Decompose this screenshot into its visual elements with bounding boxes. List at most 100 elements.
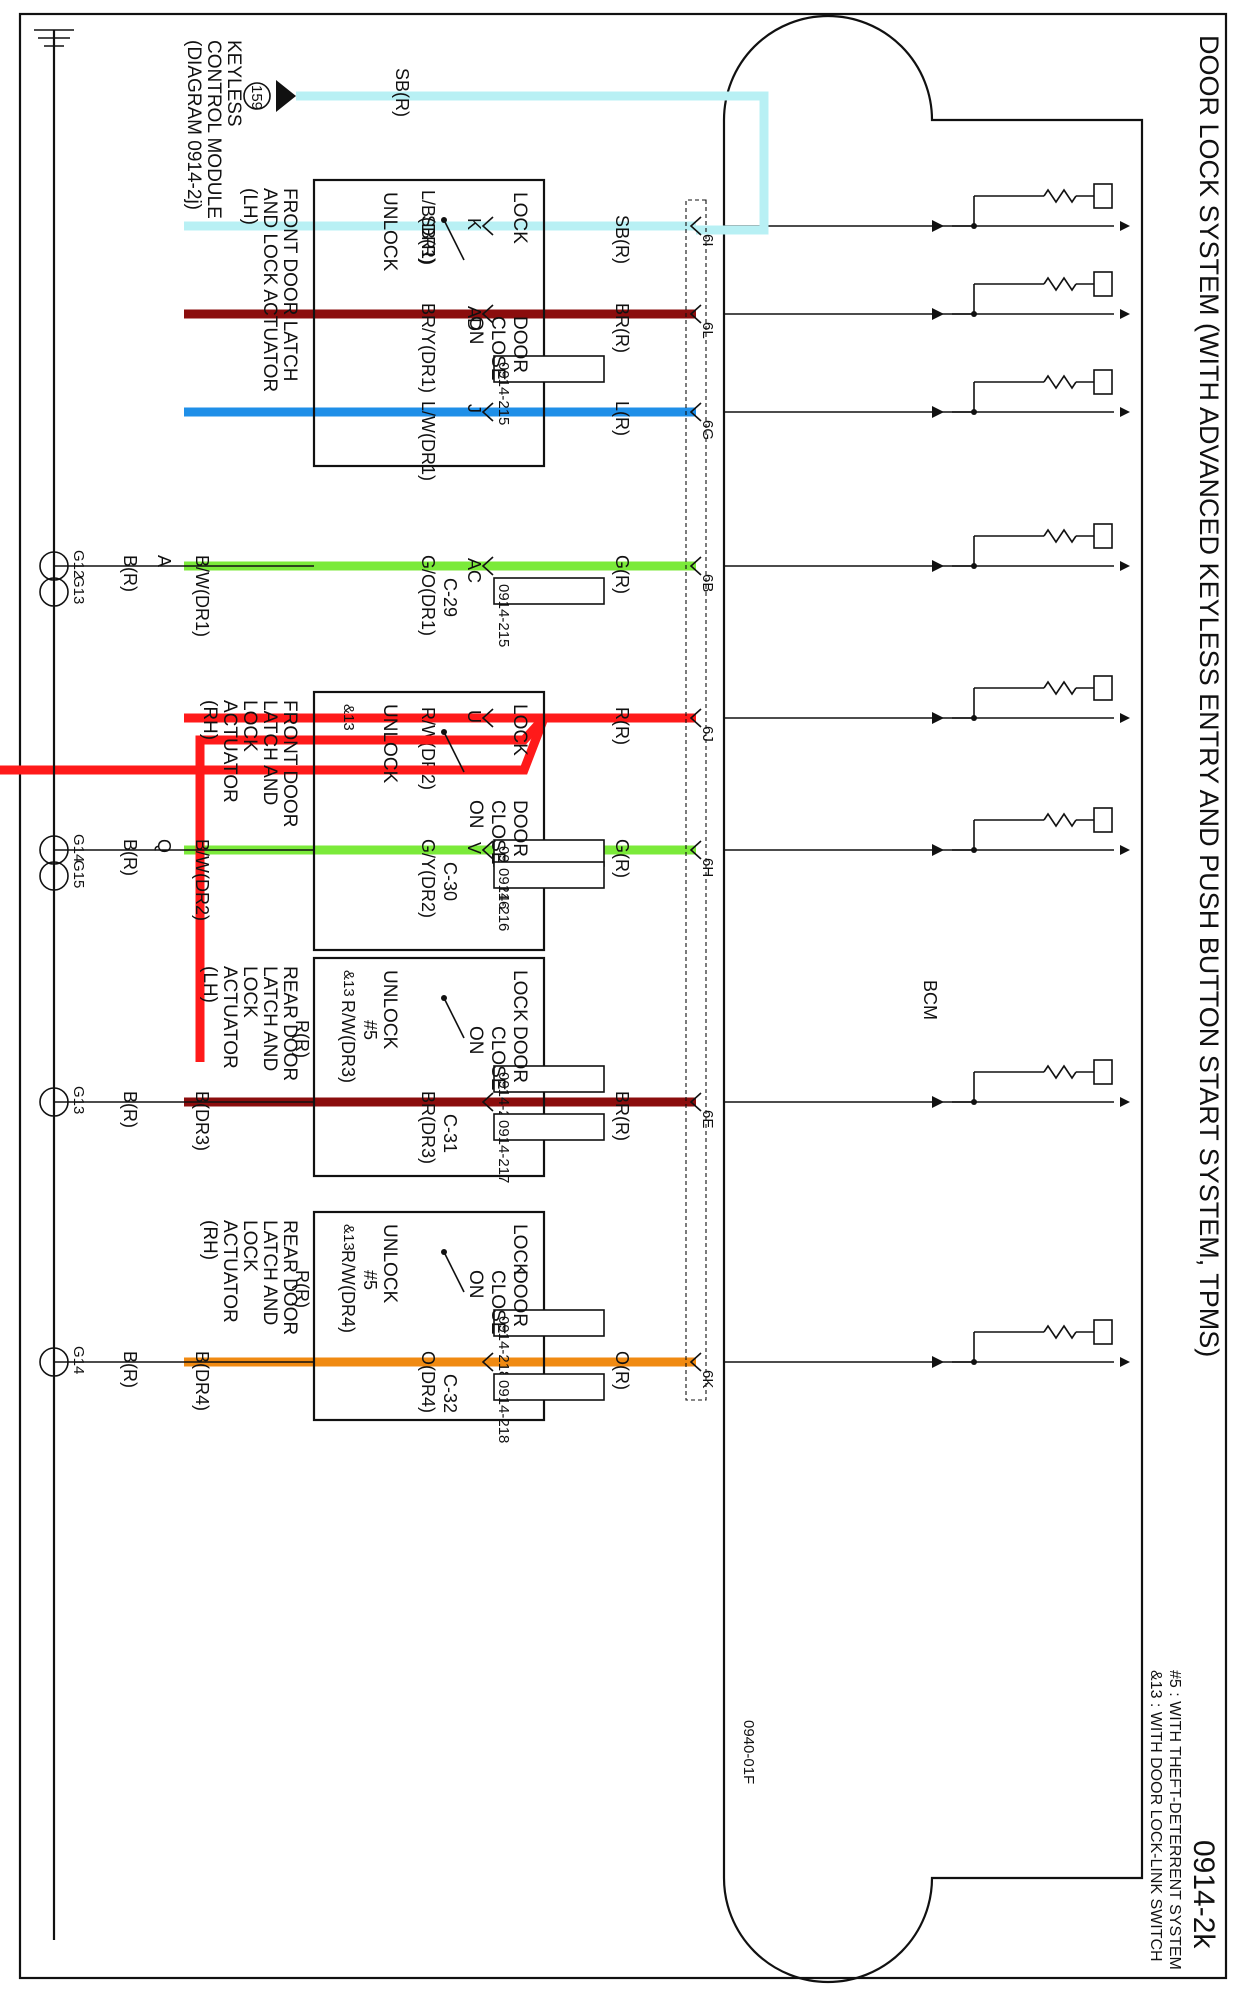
pin-diode-icon: [932, 406, 944, 418]
switch-door-3: DOOR: [509, 1270, 530, 1327]
pin-node: [971, 1099, 977, 1105]
pin-transistor-icon: [1093, 675, 1113, 701]
connector-chevron-icon: [689, 840, 702, 860]
door-label-3-4: (RH): [199, 1220, 220, 1260]
connector-chevron-icon: [689, 304, 702, 324]
door-ref-0: 0914-215: [495, 362, 512, 425]
switch-pivot-0: [441, 217, 447, 223]
pin-label-6B: 6B: [699, 574, 716, 592]
switch-pivot-1: [441, 729, 447, 735]
c31-r-label: R(R): [292, 1020, 312, 1058]
wire-door-label-5: G/Y(DR2): [418, 839, 438, 918]
wire-bcm-label-5: G(R): [612, 839, 632, 878]
switch-blade-1: [443, 731, 465, 773]
wire-bcm-label-0: SB(R): [612, 215, 632, 264]
pin-node: [971, 715, 977, 721]
c31-lock-wire: R/W(DR3): [338, 1000, 358, 1083]
door-label-3-3: ACTUATOR: [219, 1220, 240, 1323]
switch-link-1: &13: [340, 704, 357, 731]
wire-bcm-label-6: BR(R): [612, 1091, 632, 1141]
switch-unlock-1: UNLOCK: [379, 704, 400, 784]
pin-diode-icon: [932, 712, 944, 724]
door-label-1-1: LATCH AND: [259, 700, 280, 805]
pin-diode-icon: [932, 844, 944, 856]
c32-note: #5: [360, 1270, 380, 1290]
switch-on-0: ON: [465, 316, 486, 345]
switch-close-3: CLOSE: [487, 1270, 508, 1334]
wire-red-link-rear-rh: [0, 716, 549, 1300]
pin-transistor-icon: [1093, 1319, 1113, 1345]
pin-label-6I: 6I: [699, 234, 716, 247]
pin-transistor-icon: [1093, 369, 1113, 395]
switch-door-0: DOOR: [509, 316, 530, 373]
door-label-2-4: (LH): [199, 966, 220, 1003]
switch-lock-0: LOCK: [509, 192, 530, 244]
switch-blade-0: [443, 219, 465, 261]
switch-unlock-3: UNLOCK: [379, 1224, 400, 1304]
connector-chevron-icon: [689, 708, 702, 728]
connector-outline: [685, 199, 707, 1401]
wire-door-label-1: BR/Y(DR1): [418, 303, 438, 393]
switch-on-3: ON: [465, 1270, 486, 1299]
pin-power-arrow-icon: [1120, 1097, 1130, 1107]
switch-pivot-3: [441, 1249, 447, 1255]
bcm-reference: 0940-01F: [740, 1720, 757, 1784]
door-ref-box-3: [493, 1309, 605, 1337]
ground-ref-0: 0914-215: [495, 584, 512, 647]
pin-resistor-icon: [1043, 528, 1077, 544]
page-code: 0914-2k: [1187, 1840, 1220, 1949]
switch-lock-3: LOCK: [509, 1224, 530, 1276]
door-label-1-2: LOCK: [239, 700, 260, 752]
c31-name: C-31: [440, 1114, 460, 1153]
keyless-wire-label: SB(R): [392, 68, 412, 117]
connector-chevron-icon: [481, 1092, 494, 1112]
keyless-badge-number: 159: [248, 85, 265, 110]
ground-g1-1: G14: [70, 834, 87, 862]
door-box-1: [312, 690, 546, 952]
wire-bcm-label-4: R(R): [612, 707, 632, 745]
ground-terminal-0: A: [154, 555, 174, 567]
wire-bcm-label-7: O(R): [612, 1351, 632, 1390]
ground-node-2: [39, 1087, 69, 1117]
pin-resistor-icon: [1043, 1324, 1077, 1340]
pin-label-6G: 6G: [699, 420, 716, 440]
c29-name: C-29: [440, 578, 460, 617]
switch-blade-2: [443, 997, 465, 1039]
wire-door-label-4: R/W(DR2): [418, 707, 438, 790]
c29-terminal-K: K: [464, 218, 484, 230]
ground-node-2-0: [39, 577, 69, 607]
pin-node: [971, 223, 977, 229]
ground-node-1: [39, 835, 69, 865]
switch-link-2: &13: [340, 970, 357, 997]
switch-unlock-2: UNLOCK: [379, 970, 400, 1050]
keyless-arrow-icon: [276, 80, 296, 112]
c32-name: C-32: [440, 1374, 460, 1413]
door-label-2-2: LOCK: [239, 966, 260, 1018]
wire-bcm-label-3: G(R): [612, 555, 632, 594]
ground-g2-0: G13: [70, 576, 87, 604]
ground-point-0: B(R): [120, 555, 140, 592]
door-ref-box-2: [493, 1065, 605, 1093]
pin-resistor-icon: [1043, 374, 1077, 390]
connector-chevron-icon: [689, 1352, 702, 1372]
ground-node-2-1: [39, 861, 69, 891]
pin-diode-icon: [932, 1356, 944, 1368]
connector-chevron-icon: [689, 216, 702, 236]
bcm-label: BCM: [920, 980, 940, 1020]
wire-red-link-rear-lh: [195, 714, 548, 1062]
switch-close-0: CLOSE: [487, 316, 508, 380]
ground-g2-1: G15: [70, 860, 87, 888]
pin-label-6J: 6J: [699, 726, 716, 742]
c29-terminal-J: J: [464, 404, 484, 413]
pin-resistor-icon: [1043, 812, 1077, 828]
ground-ref-box-1: [493, 861, 605, 889]
door-ref-box-0: [493, 355, 605, 383]
ground-ref-2: 0914-217: [495, 1120, 512, 1183]
pin-transistor-icon: [1093, 523, 1113, 549]
c30-terminal-V: V: [464, 842, 484, 854]
connector-chevron-icon: [689, 1092, 702, 1112]
pin-power-arrow-icon: [1120, 309, 1130, 319]
